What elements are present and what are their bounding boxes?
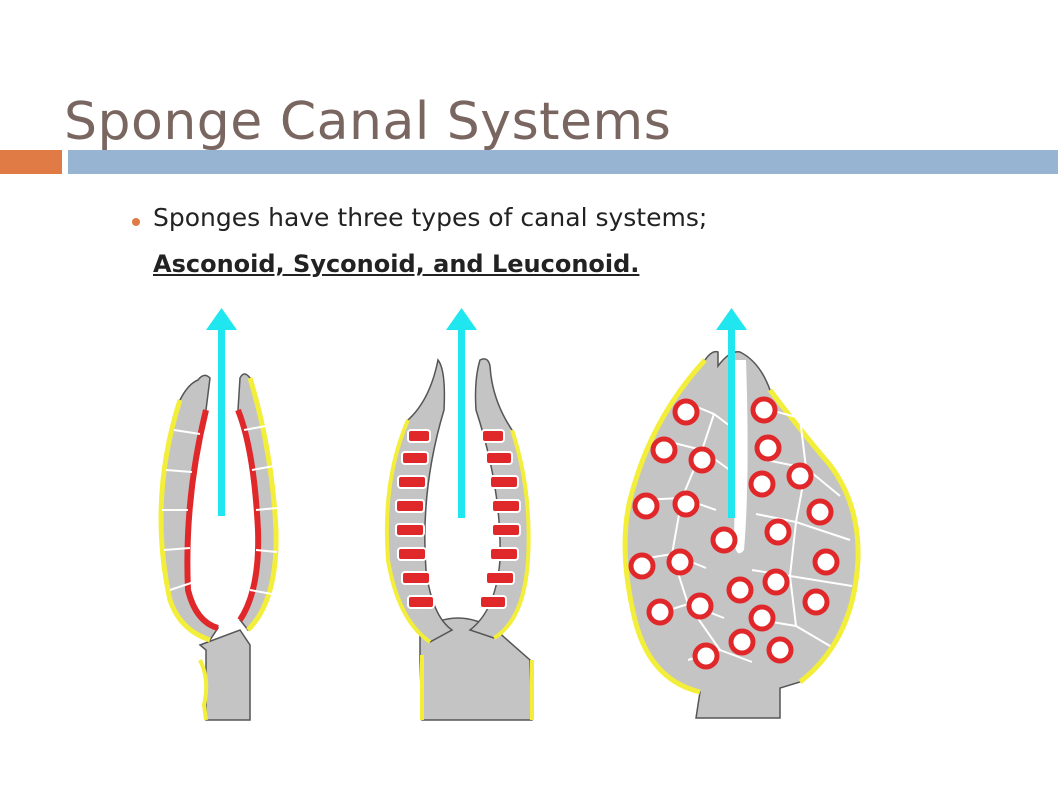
- bullet-text: Sponges have three types of canal system…: [153, 203, 708, 232]
- asconoid-diagram: [158, 308, 279, 721]
- bullet-icon: [132, 218, 140, 226]
- canal-systems-diagram: [158, 308, 861, 721]
- slide-title: Sponge Canal Systems: [64, 92, 672, 152]
- title-accent-bar-blue: [68, 150, 1058, 174]
- canal-types-text: Asconoid, Syconoid, and Leuconoid.: [153, 250, 640, 278]
- title-accent-bar-orange: [0, 150, 62, 174]
- syconoid-diagram: [384, 308, 534, 721]
- leuconoid-diagram: [622, 308, 861, 719]
